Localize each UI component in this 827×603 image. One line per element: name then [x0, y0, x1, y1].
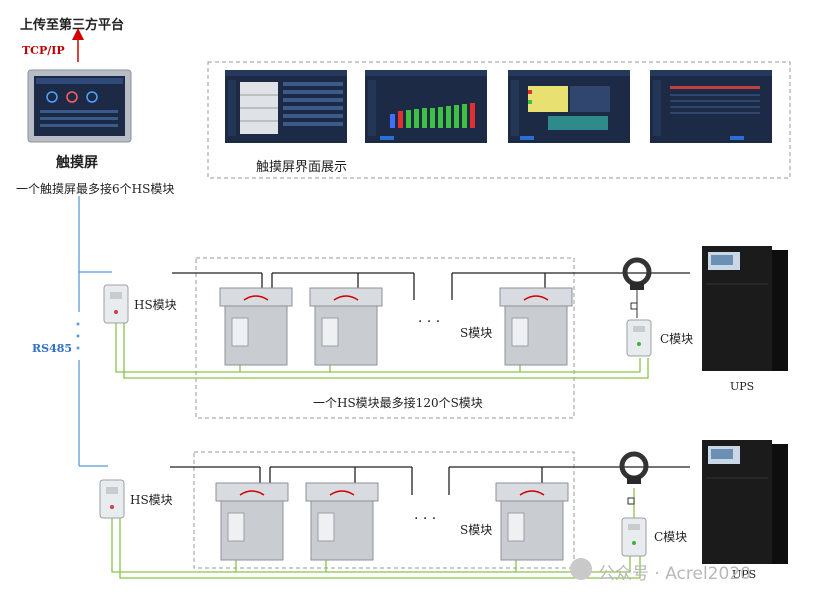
row1-power-lines: [172, 272, 690, 300]
row2-ups: [702, 440, 788, 564]
wechat-icon: [570, 558, 592, 580]
upload-title: 上传至第三方平台: [20, 18, 125, 33]
screen-thumb-bars: [365, 70, 487, 143]
row2-current-sensor: [619, 451, 649, 505]
row1-ups: [702, 246, 788, 371]
row1-battery-3: [499, 287, 573, 366]
rs485-bus: [78, 196, 112, 467]
row2-ups-label: UPS: [732, 568, 757, 581]
row2-c-label: C模块: [654, 530, 688, 544]
row1-hs-module: [103, 284, 129, 324]
screen-thumb-list: [650, 70, 772, 143]
row2-c-module: [621, 517, 647, 557]
screen-thumb-table: [508, 70, 630, 143]
row1-battery-2: [309, 287, 383, 366]
row1-battery-1: [219, 287, 293, 366]
rs485-label: RS485: [32, 342, 73, 355]
row2-battery-2: [305, 482, 379, 561]
row2-hs-label: HS模块: [130, 493, 173, 507]
row1-current-sensor: [622, 257, 652, 318]
touchscreen-device: [27, 69, 132, 143]
row2-power-lines: [170, 466, 690, 495]
row1-ellipsis: · · ·: [418, 314, 441, 330]
screens-panel-border: [207, 61, 791, 179]
screen-thumb-rack: [225, 70, 347, 143]
row2-s-group-border: [193, 451, 575, 569]
row2-ellipsis: · · ·: [414, 511, 437, 527]
row1-s-label: S模块: [460, 326, 493, 340]
row1-s-group-border: [195, 257, 575, 419]
screens-caption: 触摸屏界面展示: [256, 160, 348, 175]
watermark-text: 公众号 · Acrel2020: [598, 564, 751, 584]
row1-ups-label: UPS: [730, 380, 755, 393]
row1-c-module: [626, 319, 652, 357]
row1-hs-label: HS模块: [134, 298, 177, 312]
row1-note: 一个HS模块最多接120个S模块: [313, 396, 483, 410]
row2-s-label: S模块: [460, 523, 493, 537]
row1-c-label: C模块: [660, 332, 694, 346]
row2-hs-module: [99, 479, 125, 519]
touchscreen-title: 触摸屏: [56, 155, 98, 171]
touchscreen-note: 一个触摸屏最多接6个HS模块: [16, 182, 175, 196]
protocol-label: TCP/IP: [22, 44, 65, 57]
row2-battery-1: [215, 482, 289, 561]
row2-battery-3: [495, 482, 569, 561]
